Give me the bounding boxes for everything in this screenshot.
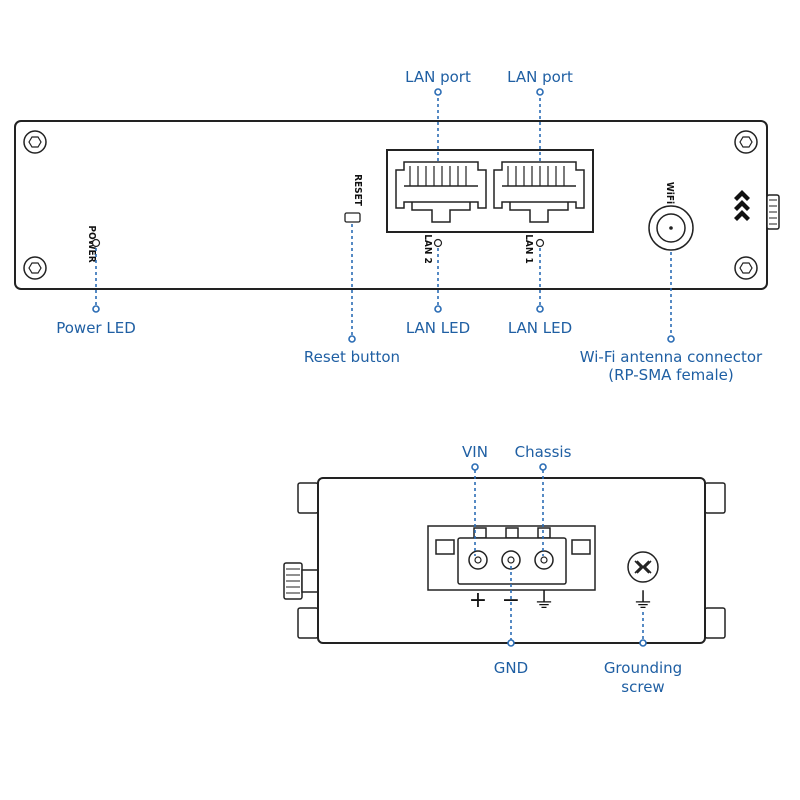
leader-dot	[507, 639, 515, 647]
mounting-foot	[704, 482, 726, 514]
callout-reset-button: Reset button	[304, 348, 400, 366]
side-connector	[766, 194, 780, 230]
front-view: POWER RESET	[14, 68, 780, 384]
mounting-foot	[704, 607, 726, 639]
rear-view: + − ⏚ ⏚ VIN Chassis GND Grounding screw	[283, 443, 726, 696]
lan-port-1[interactable]	[493, 161, 585, 223]
wifi-label: WiFi	[664, 182, 675, 204]
side-antenna-connector	[283, 562, 319, 600]
lan-port-2[interactable]	[395, 161, 487, 223]
lan2-led	[433, 238, 443, 248]
callout-lan-port: LAN port	[507, 68, 573, 86]
leader-dot	[536, 305, 544, 313]
leader-dot	[348, 335, 356, 343]
corner-screw-icon	[734, 130, 758, 154]
callout-grounding-screw-line2: screw	[621, 678, 664, 696]
brand-logo-icon	[734, 190, 750, 221]
corner-screw-icon	[734, 256, 758, 280]
reset-label: RESET	[352, 174, 363, 207]
power-led	[91, 238, 101, 248]
ground-symbol-icon: ⏚	[533, 589, 555, 614]
lan-ports-housing	[386, 149, 594, 233]
lan1-led	[535, 238, 545, 248]
power-label: POWER	[86, 225, 97, 262]
leader-dot	[639, 639, 647, 647]
callout-wifi-connector: Wi-Fi antenna connector	[580, 348, 763, 366]
callout-vin: VIN	[462, 443, 488, 461]
reset-button[interactable]	[344, 212, 361, 223]
callout-lan-led: LAN LED	[508, 319, 572, 337]
corner-screw-icon	[23, 256, 47, 280]
leader-dot	[434, 305, 442, 313]
callout-lan-led: LAN LED	[406, 319, 470, 337]
leader-dot	[471, 463, 479, 471]
plus-symbol: +	[469, 588, 487, 613]
corner-screw-icon	[23, 130, 47, 154]
wifi-antenna-connector[interactable]	[648, 205, 694, 251]
mounting-foot	[297, 607, 319, 639]
ground-symbol-icon: ⏚	[632, 589, 654, 614]
leader-dot	[539, 463, 547, 471]
callout-wifi-connector-type: (RP-SMA female)	[608, 366, 733, 384]
lan2-label: LAN 2	[422, 234, 433, 264]
leader-dot	[667, 335, 675, 343]
leader-dot	[434, 88, 442, 96]
callout-grounding-screw: Grounding	[604, 659, 682, 677]
lan1-label: LAN 1	[523, 234, 534, 264]
leader-dot	[92, 305, 100, 313]
grounding-screw[interactable]	[627, 551, 659, 583]
minus-symbol: −	[502, 588, 520, 613]
callout-power-led: Power LED	[56, 319, 136, 337]
callout-lan-port: LAN port	[405, 68, 471, 86]
mounting-foot	[297, 482, 319, 514]
callout-chassis: Chassis	[515, 443, 572, 461]
leader-dot	[536, 88, 544, 96]
callout-gnd: GND	[494, 659, 528, 677]
